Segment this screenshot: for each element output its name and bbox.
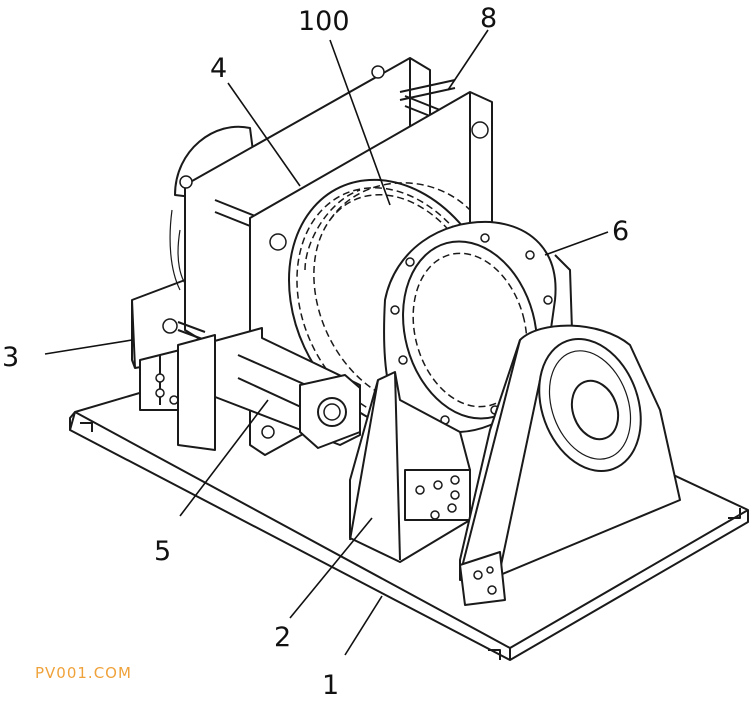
label-6: 6	[612, 216, 629, 247]
watermark: PV001.COM	[35, 664, 132, 682]
label-3: 3	[2, 342, 19, 373]
cylinder-5	[162, 318, 361, 451]
label-5: 5	[154, 536, 171, 567]
pedestal-2	[349, 371, 471, 563]
motor-right	[459, 324, 681, 606]
label-1: 1	[322, 670, 339, 700]
label-100: 100	[298, 6, 350, 37]
leader-lines	[44, 29, 609, 656]
label-4: 4	[210, 53, 227, 84]
label-8: 8	[480, 3, 497, 34]
label-2: 2	[274, 622, 291, 653]
